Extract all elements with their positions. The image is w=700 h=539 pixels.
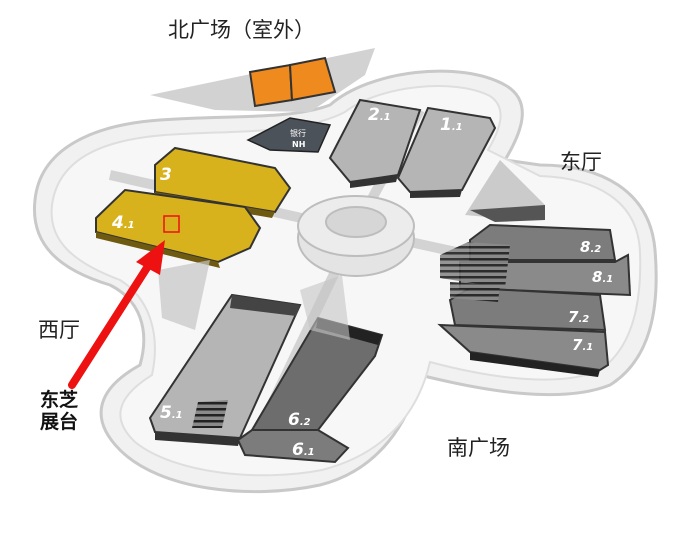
hall-label-3: 3 [160, 165, 172, 185]
hall-label-7-1: 7 [572, 336, 583, 354]
hall-label-6-2: 6 [288, 410, 300, 430]
svg-text:8.1: 8.1 [592, 268, 613, 286]
hall-5-1[interactable]: 5.1 [148, 293, 302, 446]
hall-label-5-1: 5 [160, 403, 172, 423]
south-hatched-area [192, 400, 228, 428]
hall-7-1[interactable]: 7.1 [437, 323, 610, 377]
svg-text:8.2: 8.2 [580, 238, 601, 256]
south-canopy [300, 275, 350, 340]
svg-text:2.1: 2.1 [368, 105, 391, 125]
east-canopy [465, 160, 545, 220]
svg-text:6.2: 6.2 [288, 410, 311, 430]
hall-label-8-1: 8 [592, 268, 602, 286]
hall-label-7-2: 7 [568, 308, 579, 326]
center-sign-line2: NH [292, 140, 305, 149]
svg-text:5.1: 5.1 [160, 403, 183, 423]
north-plaza-blocks [248, 56, 337, 108]
east-canopy-edge [470, 205, 545, 222]
west-hall-label: 西厅 [38, 318, 80, 342]
hall-6-1[interactable]: 6.1 [236, 429, 350, 464]
hall-1-1[interactable]: 1.1 [396, 106, 497, 198]
hall-2-1[interactable]: 2.1 [328, 98, 422, 188]
east-hall-label: 东厅 [560, 150, 602, 174]
toshiba-booth-marker[interactable] [163, 215, 180, 233]
svg-text:1.1: 1.1 [440, 115, 463, 135]
center-sign-block [246, 117, 332, 153]
booth-label-line2: 展台 [40, 411, 79, 433]
east-hatched-area-upper [440, 242, 510, 288]
booth-arrow [68, 240, 165, 389]
toshiba-booth-label: 东芝 展台 [40, 389, 78, 433]
svg-text:7.2: 7.2 [568, 308, 589, 326]
svg-text:7.1: 7.1 [572, 336, 593, 354]
east-hatched-area-lower [450, 282, 500, 302]
south-plaza-label: 南广场 [447, 436, 510, 460]
west-canopy [158, 260, 210, 330]
hall-label-8-2: 8 [580, 238, 590, 256]
svg-text:6.1: 6.1 [292, 440, 315, 460]
hall-label-4-1: 4 [111, 213, 124, 233]
hall-label-6-1: 6 [292, 440, 304, 460]
booth-label-line1: 东芝 [40, 389, 79, 411]
north-plaza-label: 北广场（室外） [168, 18, 315, 42]
hall-label-2-1: 2 [368, 105, 380, 125]
hall-label-1-1: 1 [440, 115, 452, 135]
center-sign-line1: 银行 [290, 128, 306, 138]
center-rotunda [297, 195, 415, 277]
svg-text:4.1: 4.1 [111, 213, 135, 233]
